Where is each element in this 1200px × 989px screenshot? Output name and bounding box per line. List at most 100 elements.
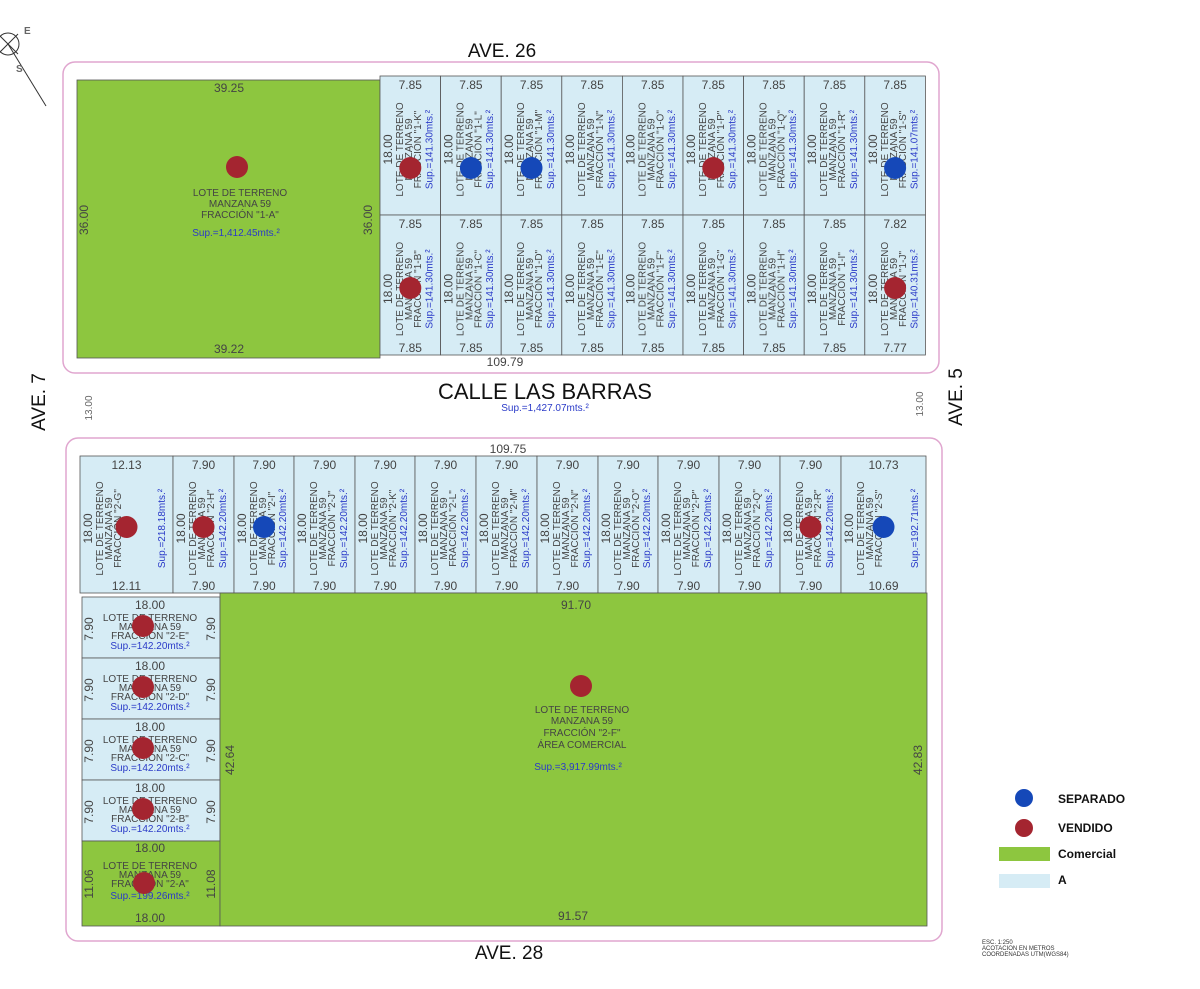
lot-2-F-label-line2: MANZANA 59	[551, 716, 614, 727]
lot-2-D-status-dot	[132, 676, 154, 698]
lot-1-E-bottom-dimension: 7.85	[580, 341, 604, 355]
lot-2-O-bottom-dimension: 7.90	[616, 579, 640, 593]
lot-1-C-top-dimension: 7.85	[459, 217, 483, 231]
lot-2-K-area: Sup.=142.20mts.²	[399, 488, 410, 568]
lot-2-O-label-line2: MANZANA 59	[622, 497, 633, 560]
lot-1-B-top-dimension: 7.85	[399, 217, 423, 231]
lot-1-S-label-line1: LOTE DE TERRENO	[880, 102, 891, 196]
lot-2-R-status-dot	[799, 516, 822, 538]
lot-2-F-status-dot	[570, 675, 592, 697]
lot-1-L-top-dimension: 7.85	[459, 78, 483, 92]
lot-2-A-left-dimension: 11.06	[82, 869, 96, 898]
lot-2-J-area: Sup.=142.20mts.²	[339, 488, 350, 568]
lot-2-O-top-dimension: 7.90	[616, 458, 640, 472]
lot-1-G-top-dimension: 7.85	[702, 217, 726, 231]
lot-1-A-area: Sup.=1,412.45mts.²	[192, 228, 280, 239]
lot-1-G-side-dimension: 18.00	[684, 274, 698, 304]
lot-2-I-bottom-dimension: 7.90	[252, 579, 276, 593]
lot-1-L-label-line2: MANZANA 59	[465, 118, 476, 181]
lot-2-P	[657, 455, 720, 594]
lot-1-D-side-dimension: 18.00	[502, 274, 516, 304]
lot-1-A-label-line1: LOTE DE TERRENO	[193, 188, 287, 199]
lot-2-A-right-dimension: 11.08	[204, 869, 218, 898]
lot-2-N-top-dimension: 7.90	[556, 458, 580, 472]
lot-2-F-area: Sup.=3,917.99mts.²	[534, 762, 622, 773]
lot-1-E-top-dimension: 7.85	[580, 217, 604, 231]
lot-1-H-label-line1: LOTE DE TERRENO	[759, 242, 770, 336]
lot-2-Q-label-line1: LOTE DE TERRENO	[734, 481, 745, 575]
lot-1-F-label-line2: MANZANA 59	[646, 257, 657, 320]
lot-1-L	[440, 75, 502, 216]
lot-2-Q-label-line2: MANZANA 59	[743, 497, 754, 560]
lot-2-D-area: Sup.=142.20mts.²	[110, 702, 190, 713]
lot-2-D-fraction: FRACCIÓN "2-D"	[111, 690, 190, 703]
lot-2-E-top-dimension: 18.00	[135, 598, 165, 612]
lot-1-H-top-dimension: 7.85	[762, 217, 786, 231]
lot-1-S-top-dimension: 7.85	[883, 78, 907, 92]
lot-2-K-label-line2: MANZANA 59	[379, 497, 390, 560]
lot-2-H-top-dimension: 7.90	[192, 458, 216, 472]
lot-2-G-status-dot	[115, 516, 138, 538]
lot-1-F-fraction: FRACCIÓN "1-F"	[653, 250, 666, 328]
lot-1-M-label-line1: LOTE DE TERRENO	[516, 102, 527, 196]
lot-1-F	[622, 214, 684, 356]
lot-1-M-top-dimension: 7.85	[520, 78, 544, 92]
lot-2-J-fraction: FRACCIÓN "2-J"	[325, 490, 338, 566]
lot-2-N	[536, 455, 599, 594]
lot-1-A	[76, 79, 381, 359]
lot-1-O-fraction: FRACCIÓN "1-O"	[653, 110, 666, 189]
lot-1-R-fraction: FRACCIÓN "1-R"	[835, 110, 848, 189]
lot-2-I-area: Sup.=142.20mts.²	[278, 488, 289, 568]
lot-1-E-side-dimension: 18.00	[563, 274, 577, 304]
lot-2-E-right-dimension: 7.90	[204, 617, 218, 641]
lot-2-E-left-dimension: 7.90	[82, 617, 96, 641]
lot-2-N-side-dimension: 18.00	[538, 513, 552, 543]
lot-1-R-label-line2: MANZANA 59	[828, 118, 839, 181]
lot-1-O-area: Sup.=141.30mts.²	[667, 109, 678, 189]
lot-1-A-left-dimension: 36.00	[77, 205, 91, 235]
legend: SEPARADO VENDIDO Comercial A	[999, 789, 1125, 888]
lot-2-J-bottom-dimension: 7.90	[313, 579, 337, 593]
lot-1-D-area: Sup.=141.30mts.²	[546, 249, 557, 329]
lot-1-R	[803, 75, 866, 216]
lot-2-Q-top-dimension: 7.90	[738, 458, 762, 472]
lot-1-E-label-line2: MANZANA 59	[586, 257, 597, 320]
street-middle: CALLE LAS BARRAS	[438, 379, 652, 404]
lot-2-S-area: Sup.=192.71mts.²	[910, 488, 921, 568]
lot-1-O-top-dimension: 7.85	[641, 78, 665, 92]
lot-1-C-label-line1: LOTE DE TERRENO	[456, 242, 467, 336]
legend-comercial-label: Comercial	[1058, 847, 1116, 861]
lot-1-N-side-dimension: 18.00	[563, 134, 577, 164]
street-middle-area: Sup.=1,427.07mts.²	[501, 403, 589, 414]
lot-2-C-top-dimension: 18.00	[135, 720, 165, 734]
lot-2-J-top-dimension: 7.90	[313, 458, 337, 472]
lot-1-K-status-dot	[399, 157, 422, 179]
legend-a-label: A	[1058, 873, 1067, 887]
lot-2-R-bottom-dimension: 7.90	[799, 579, 823, 593]
lot-2-S-label-line1: LOTE DE TERRENO	[856, 481, 867, 575]
lot-2-P-top-dimension: 7.90	[677, 458, 701, 472]
lot-2-Q-side-dimension: 18.00	[720, 513, 734, 543]
lot-2-J	[293, 455, 356, 594]
lot-2-S-status-dot	[872, 516, 895, 538]
lot-2-H-status-dot	[192, 516, 215, 538]
lot-2-O-side-dimension: 18.00	[599, 513, 613, 543]
lot-1-O-label-line2: MANZANA 59	[646, 118, 657, 181]
lot-2-B-status-dot	[132, 798, 154, 820]
lot-2-B-area: Sup.=142.20mts.²	[110, 824, 190, 835]
lot-2-L-top-dimension: 7.90	[434, 458, 458, 472]
lot-1-C-side-dimension: 18.00	[442, 274, 456, 304]
lot-1-A-fraction: FRACCIÓN "1-A"	[201, 208, 279, 221]
lot-2-L-area: Sup.=142.20mts.²	[460, 488, 471, 568]
lot-2-O-area: Sup.=142.20mts.²	[642, 488, 653, 568]
lot-2-C-left-dimension: 7.90	[82, 739, 96, 763]
lot-2-F-fraction: FRACCIÓN "2-F"	[543, 726, 621, 739]
lot-1-A-top-dimension: 39.25	[214, 81, 244, 95]
lot-2-R-top-dimension: 7.90	[799, 458, 823, 472]
street-west: AVE. 7	[29, 373, 50, 431]
lot-1-F-label-line1: LOTE DE TERRENO	[637, 242, 648, 336]
lot-1-M-label-line2: MANZANA 59	[525, 118, 536, 181]
lot-2-G-label-line2: MANZANA 59	[104, 497, 115, 560]
street-width-left: 13.00	[84, 395, 95, 420]
legend-separado-label: SEPARADO	[1058, 792, 1125, 806]
